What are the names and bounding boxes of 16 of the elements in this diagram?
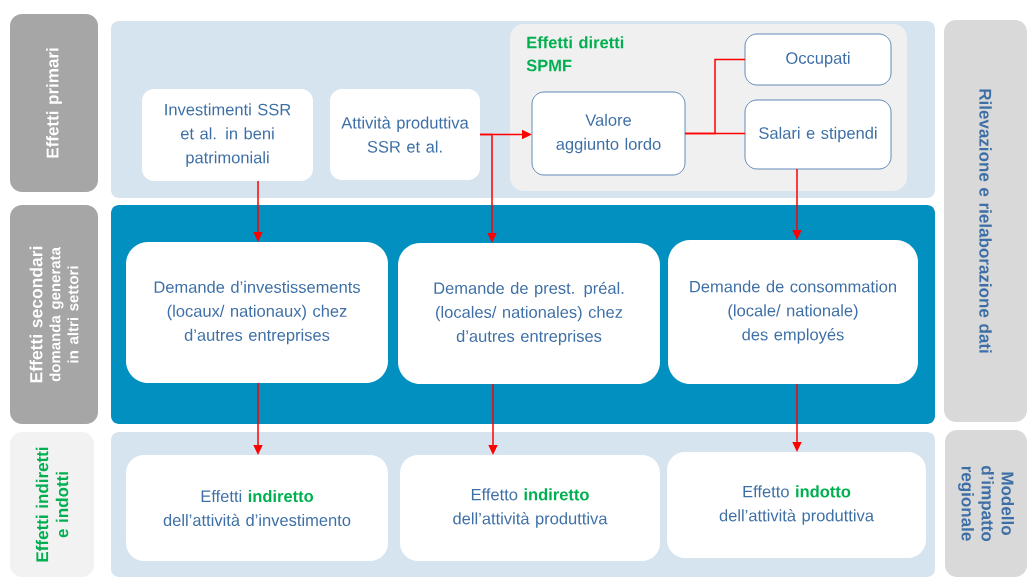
process-box: Attività produttiva SSR et al. — [330, 89, 480, 180]
side-label: Effetti secondari domanda generata in altri settori — [10, 205, 98, 424]
process-box: Valore aggiunto lordo — [531, 91, 686, 176]
result-box: Effetto indotto dell’attività produttiva — [667, 452, 926, 558]
result-box: Effetti indiretto dell’attività d’investimento — [126, 455, 388, 561]
process-box: Demande de prest. préal. (locales/ nationales) chez d’autres entreprises — [398, 243, 660, 384]
process-box: Demande d’investissements (locaux/ nationaux) chez d’autres entreprises — [126, 242, 388, 383]
process-box: Investimenti SSR et al. in beni patrimoniali — [142, 89, 313, 181]
side-label: Rilevazione e rielaborazione dati — [944, 20, 1027, 422]
process-box: Occupati — [744, 33, 892, 86]
process-box: Demande de consommation (locale/ nationale) des employés — [668, 240, 918, 384]
side-label: Modello d’impatto regionale — [945, 430, 1027, 577]
process-box: Salari e stipendi — [744, 99, 892, 170]
side-label: Effetti indiretti e indotti — [10, 432, 94, 577]
result-box: Effetto indiretto dell’attività produttiva — [400, 455, 660, 561]
side-label: Effetti primari — [10, 14, 98, 192]
